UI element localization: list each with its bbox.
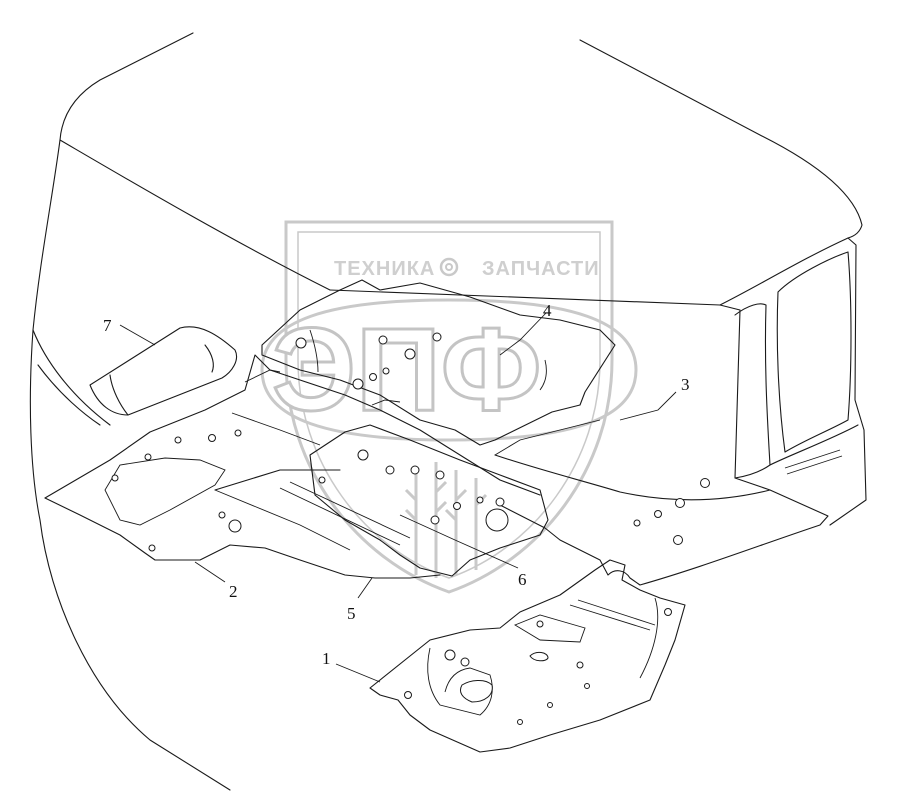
- part-3-floor-panel: [329, 289, 829, 586]
- part-6-middle-panel: [309, 424, 549, 577]
- part-7-hatch: [89, 326, 238, 416]
- watermark-text-right: ЗАПЧАСТИ: [482, 258, 600, 280]
- watermark-logo: ЭПФ: [272, 304, 541, 436]
- gear-icon: [439, 257, 459, 277]
- leader-2: [194, 561, 226, 583]
- watermark-shield: [284, 220, 614, 594]
- leader-4: [499, 312, 547, 356]
- leader-7: [119, 324, 156, 346]
- callout-7: 7: [103, 316, 112, 335]
- callouts: 1 2 3 4 5 6 7: [103, 301, 690, 668]
- cab-outline: [29, 32, 231, 791]
- leader-3: [619, 391, 677, 421]
- watermark-text-left: ТЕХНИКА: [334, 258, 435, 280]
- callout-1: 1: [322, 649, 331, 668]
- leader-lines: [119, 312, 677, 683]
- callout-3: 3: [681, 375, 690, 394]
- watermark: ТЕХНИКА ЗАПЧАСТИ ЭПФ: [260, 220, 638, 594]
- callout-2: 2: [229, 582, 238, 601]
- part-2-left-floor-mat: [44, 354, 541, 579]
- wheat-icon: [404, 462, 488, 578]
- callout-6: 6: [518, 570, 527, 589]
- part-1-front-floor-mat: [369, 559, 686, 753]
- callout-4: 4: [543, 301, 552, 320]
- side-window: [776, 251, 852, 453]
- leader-5: [357, 577, 373, 599]
- part-5-strip: [214, 469, 411, 546]
- callout-5: 5: [347, 604, 356, 623]
- watermark-ring: [260, 298, 638, 442]
- leader-6: [399, 514, 519, 569]
- part-4-tunnel-cover: [261, 279, 616, 446]
- cab-body: [29, 32, 867, 791]
- leader-1: [335, 663, 381, 683]
